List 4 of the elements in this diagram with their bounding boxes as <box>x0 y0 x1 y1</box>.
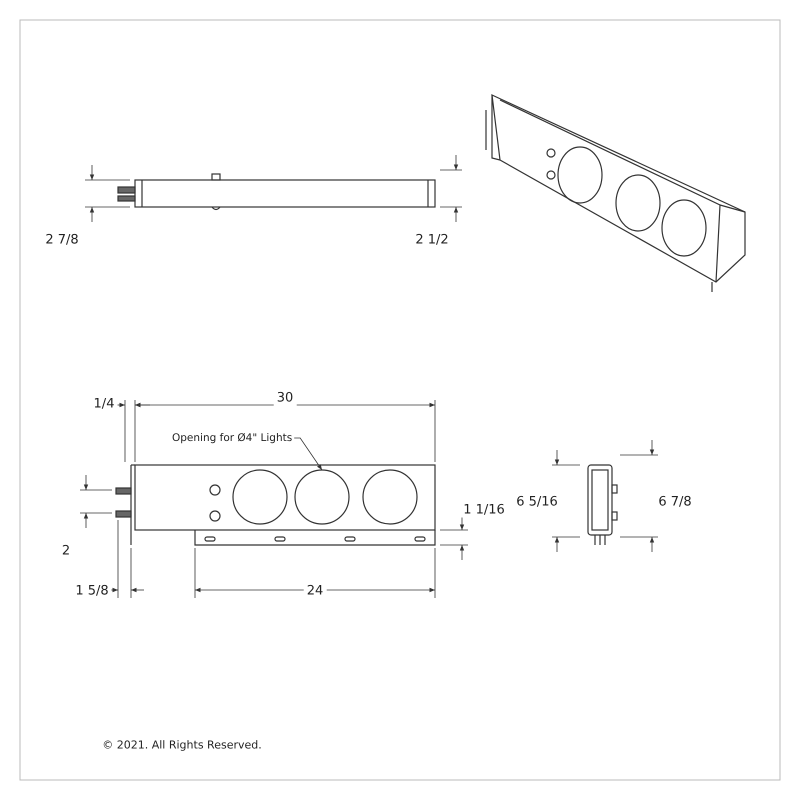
callout-text: Opening for Ø4" Lights <box>172 432 292 444</box>
leader-line <box>294 438 322 470</box>
light-opening <box>294 469 350 525</box>
dimension-label: 30 <box>274 390 296 406</box>
